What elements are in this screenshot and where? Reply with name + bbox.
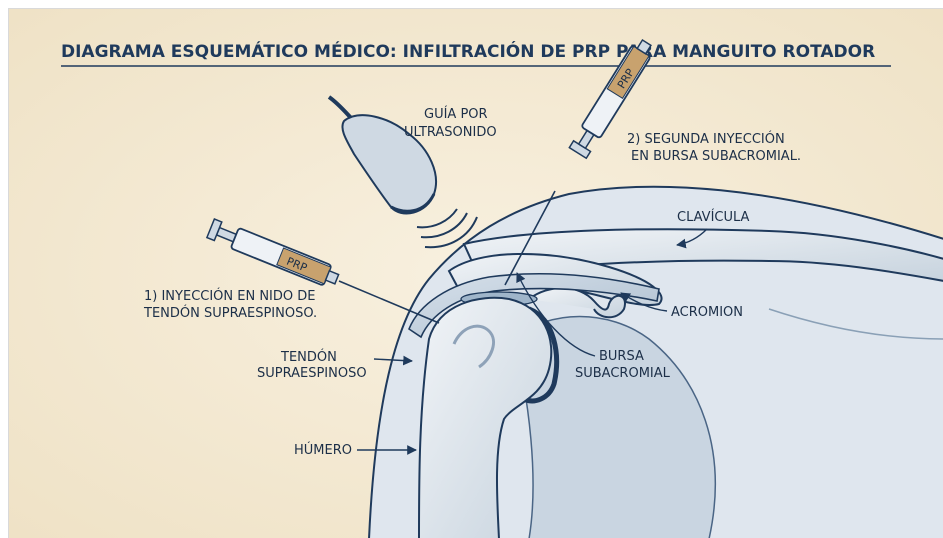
ultrasound-waves-icon — [416, 208, 478, 249]
label-tendon-line2: SUPRAESPINOSO — [257, 366, 367, 381]
label-tendon-line1: TENDÓN — [280, 349, 337, 365]
arrow-bursa — [516, 272, 596, 357]
label-guia-line2: ULTRASONIDO — [404, 125, 497, 140]
syringe-1: PRP — [205, 218, 440, 324]
shoulder-diagram: DIAGRAMA ESQUEMÁTICO MÉDICO: INFILTRACIÓ… — [9, 9, 943, 538]
torso-contour — [768, 308, 943, 340]
arrow-clavicula — [676, 228, 708, 249]
diagram-frame: DIAGRAMA ESQUEMÁTICO MÉDICO: INFILTRACIÓ… — [8, 8, 943, 538]
label-second-injection-line2: EN BURSA SUBACROMIAL. — [631, 149, 801, 164]
arrow-tendon — [373, 355, 413, 366]
clavicle — [462, 228, 943, 282]
label-first-injection-line2: TENDÓN SUPRAESPINOSO. — [143, 305, 317, 321]
label-bursa-line1: BURSA — [599, 349, 644, 364]
diagram-title: DIAGRAMA ESQUEMÁTICO MÉDICO: INFILTRACIÓ… — [61, 40, 875, 62]
glenoid — [522, 306, 559, 404]
label-acromion: ACROMION — [671, 305, 743, 320]
needle-1 — [338, 280, 440, 324]
label-first-injection-line1: 1) INYECCIÓN EN NIDO DE — [144, 288, 316, 304]
humerus — [418, 296, 553, 538]
arrow-acromion — [620, 292, 668, 312]
humeral-head-shading — [452, 324, 495, 369]
syringe-2: PRP — [504, 38, 652, 286]
scapula — [513, 315, 716, 538]
label-clavicula: CLAVÍCULA — [677, 209, 750, 225]
ultrasound-probe — [327, 95, 437, 215]
label-guia-line1: GUÍA POR — [424, 106, 488, 122]
label-humero: HÚMERO — [294, 442, 352, 458]
needle-2 — [504, 190, 556, 286]
label-bursa-line2: SUBACROMIAL — [575, 366, 671, 381]
label-second-injection-line1: 2) SEGUNDA INYECCIÓN — [627, 131, 785, 147]
